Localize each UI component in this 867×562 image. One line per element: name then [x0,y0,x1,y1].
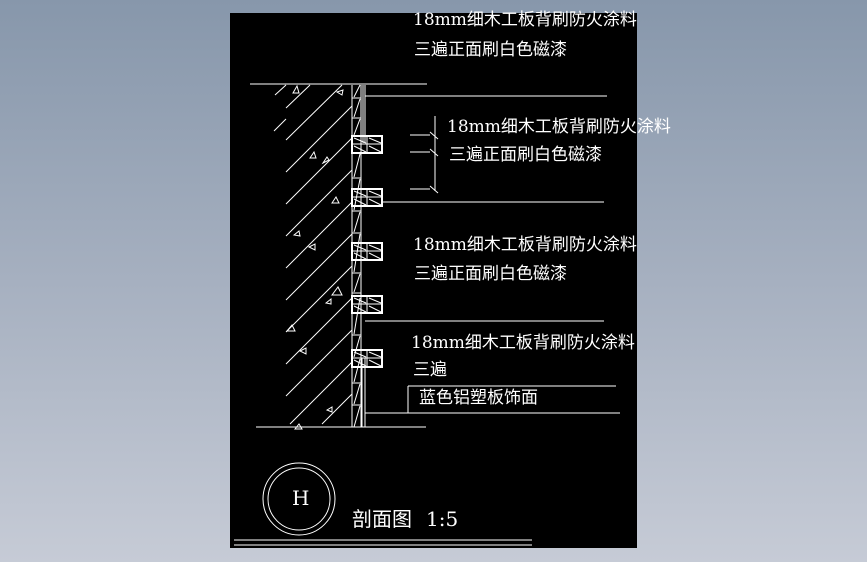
annotation-2-line2: 三遍正面刷白色磁漆 [449,145,602,165]
annotation-3-line2: 三遍正面刷白色磁漆 [414,264,567,284]
section-symbol-circle [262,462,336,536]
concrete-wall-hatch [273,84,353,425]
drawing-scale: 1:5 [426,507,459,531]
drawing-title: 剖面图 [352,507,412,531]
section-letter: H [292,486,310,510]
annotation-2-line1: 18mm细木工板背刷防火涂料 [447,117,671,137]
cad-drawing-canvas[interactable]: 18mm细木工板背刷防火涂料 三遍正面刷白色磁漆 18mm细木工板背刷防火涂料 … [230,10,671,548]
annotation-1-line2: 三遍正面刷白色磁漆 [414,40,567,60]
leader-lines [365,95,620,414]
title-underline [234,539,532,546]
annotation-4-line1: 18mm细木工板背刷防火涂料 [411,333,635,353]
annotation-1-line1: 18mm细木工板背刷防火涂料 [413,10,637,30]
section-drawing [234,83,620,546]
annotation-4-line3: 蓝色铝塑板饰面 [419,388,538,408]
wood-block-hatch [352,136,382,367]
aggregate-marks [285,84,344,430]
annotation-4-line2: 三遍 [413,360,447,380]
annotation-3-line1: 18mm细木工板背刷防火涂料 [413,235,637,255]
